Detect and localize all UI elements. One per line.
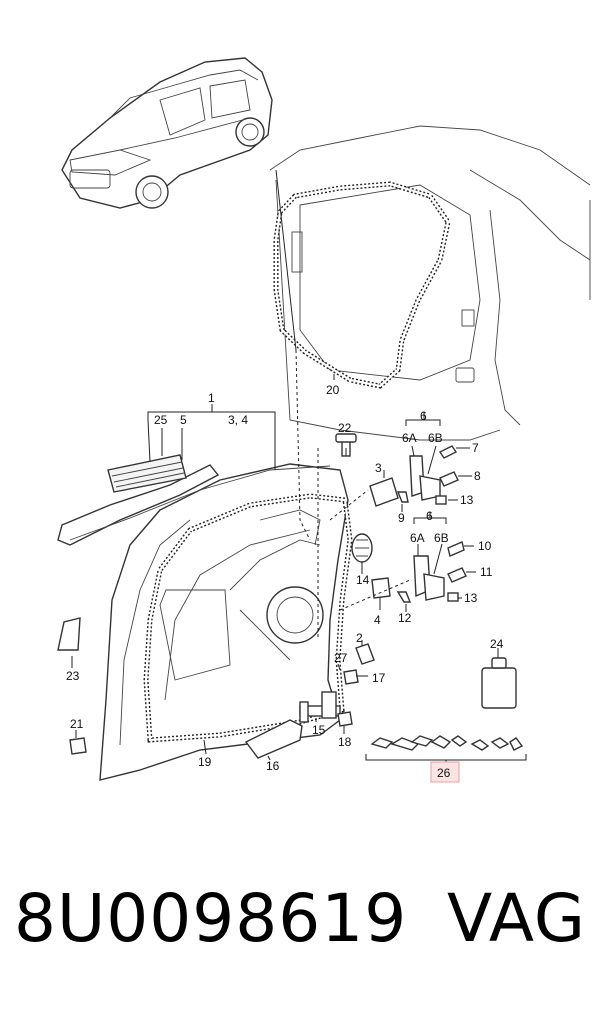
label-1: 1 (208, 391, 215, 405)
label-3-4: 3, 4 (228, 413, 248, 427)
label-6B-bottom: 6B (434, 531, 449, 545)
leader-lines (71, 169, 527, 766)
label-16: 16 (266, 759, 280, 773)
label-27: 27 (334, 651, 348, 665)
clip-21 (69, 737, 87, 755)
fastener-set-26 (370, 735, 524, 751)
label-4: 4 (374, 613, 381, 627)
label-22: 22 (338, 421, 352, 435)
label-2: 2 (356, 631, 363, 645)
label-13-bottom: 13 (464, 591, 478, 605)
label-3: 3 (375, 461, 382, 475)
hinge-parts (369, 455, 459, 602)
label-6-bottom: 6 (426, 509, 433, 523)
car-illustration (61, 57, 273, 209)
label-8: 8 (474, 469, 481, 483)
screws (396, 445, 467, 603)
label-20: 20 (326, 383, 340, 397)
bolt-2 (355, 643, 375, 665)
label-11: 11 (480, 565, 493, 579)
footer: 8U0098619 VAG (0, 880, 600, 990)
label-6B-top: 6B (428, 431, 443, 445)
bracket-23 (57, 617, 81, 651)
cover-16 (244, 719, 303, 759)
label-10: 10 (478, 539, 492, 553)
label-14: 14 (356, 573, 370, 587)
door-shell (99, 463, 349, 781)
door-seal-19 (143, 493, 353, 743)
body-side-frame (269, 125, 591, 441)
label-6-top: 6 (420, 409, 427, 423)
label-7: 7 (472, 441, 479, 455)
label-21: 21 (70, 717, 84, 731)
part-number: 8U0098619 (14, 880, 408, 957)
door-check-15 (299, 691, 341, 723)
screws-17-18 (337, 669, 359, 727)
label-9: 9 (398, 511, 405, 525)
part-labels: 1 2 3 3, 4 4 5 6 6 6A 6B 6A 6B 7 8 9 10 … (66, 383, 504, 780)
parts-diagram: 1 2 3 3, 4 4 5 6 6 6A 6B 6A 6B 7 8 9 10 … (57, 57, 591, 783)
door-opening-seal-20 (273, 181, 451, 389)
brand-name: VAG (446, 880, 586, 957)
label-25: 25 (154, 413, 168, 427)
label-13-top: 13 (460, 493, 474, 507)
bottle-24 (481, 657, 517, 709)
label-12: 12 (398, 611, 412, 625)
highlight-box-26 (430, 761, 460, 783)
label-5: 5 (180, 413, 187, 427)
label-6A-bottom: 6A (410, 531, 425, 545)
label-6A-top: 6A (402, 431, 417, 445)
label-24: 24 (490, 637, 504, 651)
part-14 (351, 533, 373, 563)
label-15: 15 (312, 723, 326, 737)
label-26: 26 (437, 766, 451, 780)
label-19: 19 (198, 755, 212, 769)
label-23: 23 (66, 669, 80, 683)
window-trim-parts (57, 454, 331, 546)
label-18: 18 (338, 735, 352, 749)
label-17: 17 (372, 671, 386, 685)
